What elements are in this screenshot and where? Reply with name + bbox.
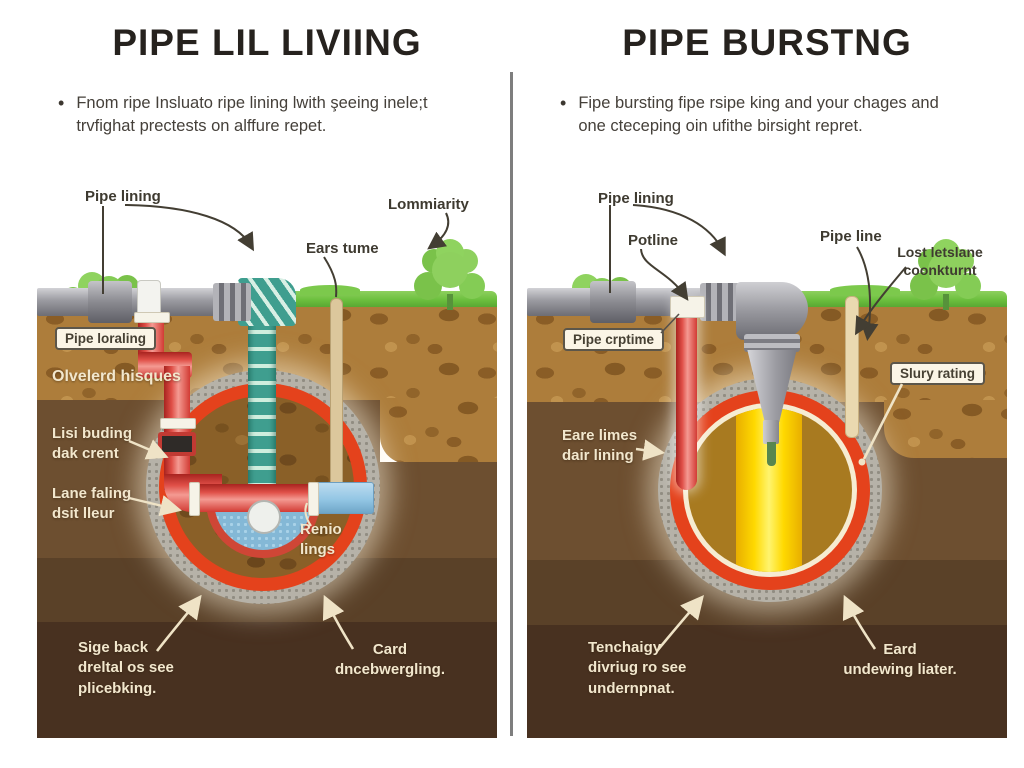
right-bullet-text: Fipe bursting fipe rsipe king and your c… [578, 94, 939, 136]
left-pipe-collar-1 [134, 312, 170, 323]
left-panel-title: PIPE LIL LIVIING [112, 22, 422, 63]
left-pipe-collar-3 [189, 482, 200, 516]
left-topsoil-patch [380, 398, 497, 464]
label-left-lisi-buding: Lisi buding dak crent [52, 425, 132, 463]
bullet-icon: • [560, 93, 567, 113]
right-probe-stick [845, 296, 859, 438]
left-pipe-collar-4 [308, 482, 319, 516]
label-right-tenchaigy: Tenchaigy divriug ro see undernpnat. [588, 639, 687, 697]
left-bush-trunk [447, 294, 453, 310]
label-right-slury-rating-box: Slury rating [890, 362, 986, 385]
label-right-pipe-line: Pipe line [820, 228, 882, 245]
right-cone-neck [763, 420, 779, 444]
left-bullet-row: • Fnom ripe Insluato ripe lining lwith ş… [58, 92, 466, 139]
label-left-sige-back: Sige back dreltal os see plicebking. [78, 639, 174, 697]
right-gray-elbow [736, 282, 808, 340]
right-red-pipe [676, 300, 697, 490]
label-left-lane-faling: Lane faling dsit lleur [52, 485, 132, 523]
right-bullet-row: • Fipe bursting fipe rsipe king and your… [560, 92, 980, 139]
right-flange-rings [744, 334, 800, 352]
left-pipe-coupling [88, 281, 132, 323]
label-right-eard: Eard undewing liater. [843, 641, 957, 679]
right-deepsoil-layer [527, 625, 1007, 738]
left-big-bush [432, 252, 468, 288]
label-left-renio-lings: Renio lings [300, 521, 342, 559]
right-big-bush [928, 252, 964, 288]
left-pipe-collar-2 [160, 418, 196, 429]
right-bush-trunk [943, 294, 949, 310]
label-right-eare-limes: Eare limes dair lining [562, 427, 638, 465]
right-pipe-collar [670, 296, 705, 318]
label-left-pipe-loraling-box: Pipe loraling [55, 327, 157, 350]
left-roller-hub [247, 500, 281, 534]
left-liner-pipe [248, 300, 276, 512]
label-left-ears-tume: Ears tume [306, 240, 379, 257]
label-right-potline: Potline [628, 232, 679, 249]
right-panel-title: PIPE BURSTNG [622, 22, 912, 63]
left-grass-bump [300, 285, 360, 295]
panel-divider [510, 72, 513, 736]
label-left-lommiarity: Lommiarity [388, 196, 469, 213]
right-cone-green-tip [767, 442, 776, 466]
label-left-card: Card dncebwergling. [334, 641, 445, 679]
left-blue-pipe-segment [316, 482, 374, 514]
label-right-pipe-lining: Pipe lining [598, 190, 674, 207]
left-red-pipe-coupling [158, 432, 196, 456]
left-bullet-text: Fnom ripe Insluato ripe lining lwith şee… [76, 94, 428, 136]
right-pipe-coupling [590, 281, 636, 323]
left-midsoil-layer-2 [380, 462, 497, 558]
right-topsoil-patch [884, 400, 1007, 458]
left-probe-stick [330, 298, 343, 492]
left-deepsoil-layer [37, 622, 497, 738]
right-grass-bump [830, 285, 900, 295]
label-right-pipe-crptime-box: Pipe crptime [563, 328, 665, 351]
left-pipe-ribbed-collar [213, 283, 251, 321]
label-left-pipe-lining: Pipe lining [85, 188, 161, 205]
bullet-icon: • [58, 93, 65, 113]
label-right-lost-letslane: Lost letslane coonkturnt [897, 244, 983, 278]
label-left-olvelerd: Olvelerd hisques [52, 368, 181, 385]
